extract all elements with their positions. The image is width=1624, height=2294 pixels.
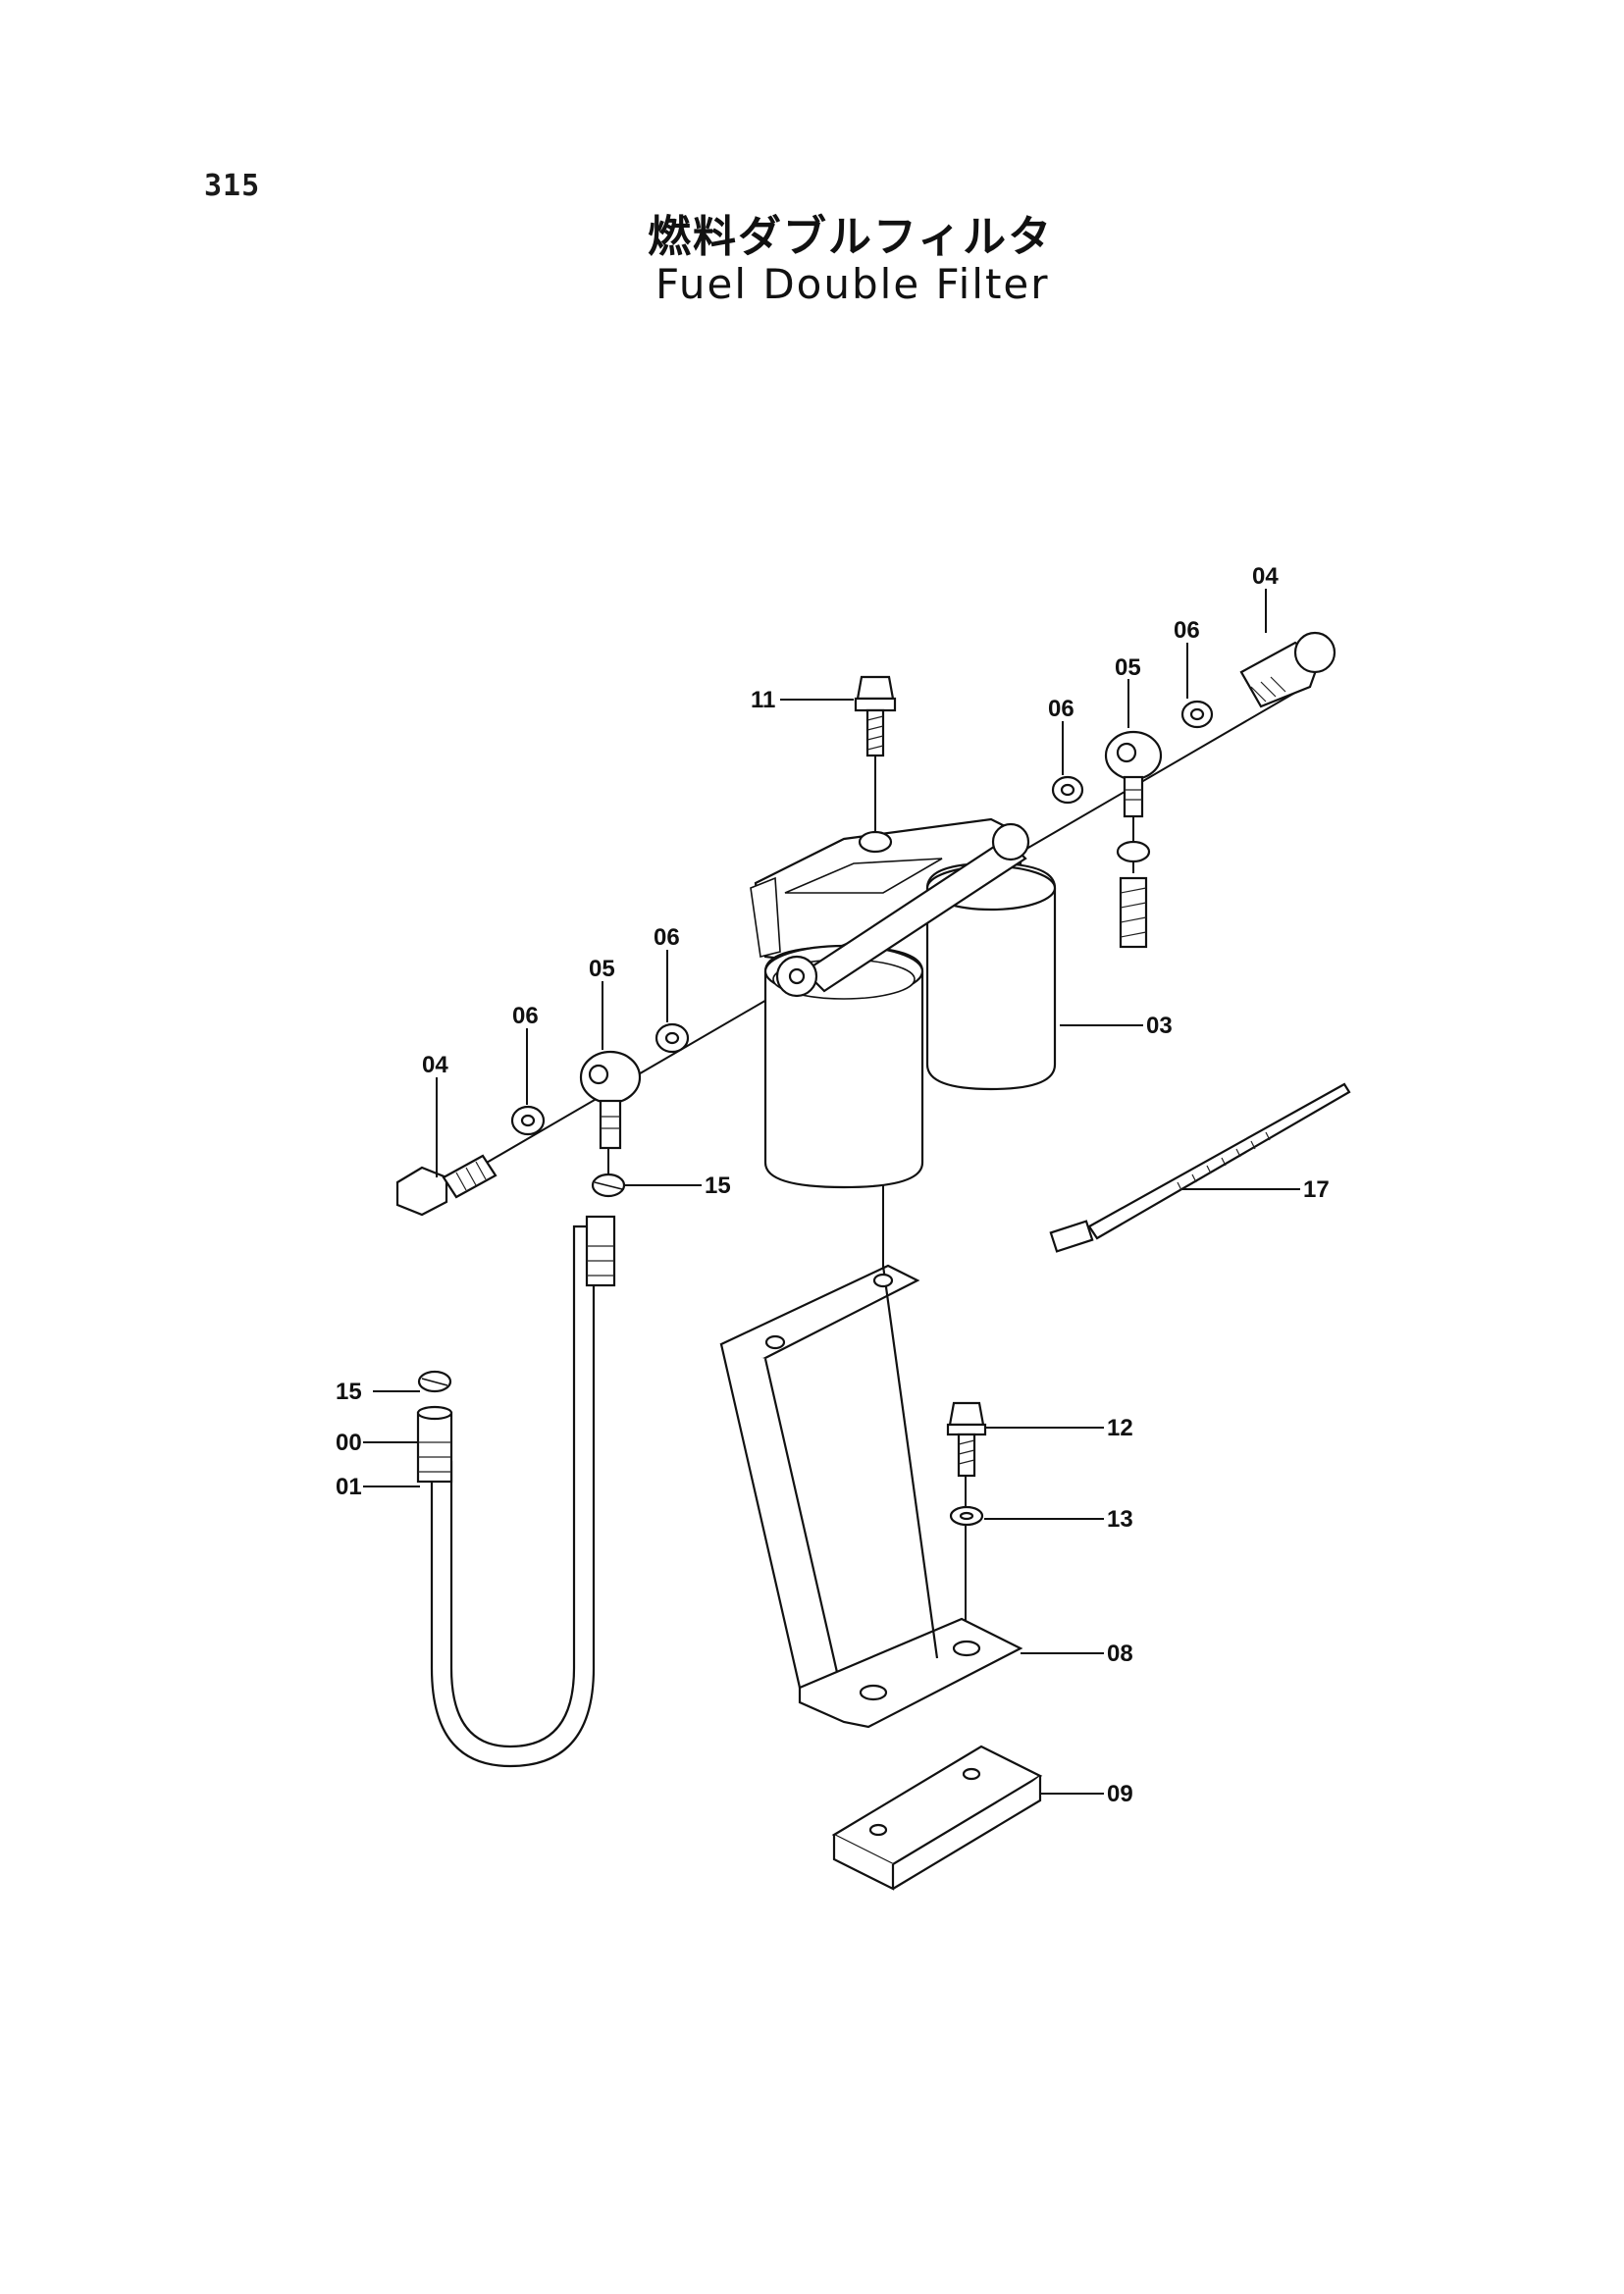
part-15-right-clamp-and-hose-stub [1116, 840, 1151, 949]
callout-04-right: 04 [1252, 563, 1279, 590]
part-05-right-eye-joint [1104, 730, 1163, 818]
callout-05-right: 05 [1115, 654, 1141, 681]
part-13-washer [949, 1505, 984, 1527]
leader-lines [363, 589, 1300, 1795]
callout-01: 01 [336, 1474, 362, 1500]
page-number: 315 [204, 169, 261, 203]
part-11-bolt [854, 675, 897, 757]
callout-00: 00 [336, 1430, 362, 1456]
callout-labels: 11 03 04 05 06 06 04 06 05 06 15 15 00 0… [336, 563, 1330, 1807]
callout-05-left: 05 [589, 956, 615, 982]
callout-06-left-a: 06 [512, 1003, 539, 1029]
part-08-bracket [719, 1264, 1023, 1729]
part-06-right-washers [1051, 700, 1214, 805]
callout-12: 12 [1107, 1415, 1133, 1441]
part-09-pad [831, 1745, 1043, 1891]
part-03-double-filter [750, 817, 1057, 1189]
callout-06-left-b: 06 [654, 924, 680, 951]
title-japanese: 燃料ダブルフィルタ [648, 212, 1054, 262]
part-17-cable-tie [1049, 1082, 1351, 1253]
part-04-left-eye-bolt [395, 1154, 498, 1217]
callout-08: 08 [1107, 1641, 1133, 1667]
part-15-upper-clamp [591, 1173, 626, 1198]
callout-03: 03 [1146, 1013, 1173, 1039]
part-04-right-eye-bolt [1239, 631, 1336, 708]
callout-09: 09 [1107, 1781, 1133, 1807]
title-english: Fuel Double Filter [655, 260, 1050, 308]
callout-13: 13 [1107, 1506, 1133, 1533]
callout-06-right-a: 06 [1048, 696, 1074, 722]
part-15-lower-clamp [417, 1370, 452, 1393]
part-01-hose [416, 1215, 616, 1768]
callout-15-upper: 15 [705, 1173, 731, 1199]
part-05-left-eye-joint [579, 1050, 642, 1150]
callout-15-lower: 15 [336, 1379, 362, 1405]
part-06-left-washers [510, 1022, 690, 1136]
callout-17: 17 [1303, 1176, 1330, 1203]
callout-04-left: 04 [422, 1052, 448, 1078]
callout-11: 11 [751, 687, 775, 713]
callout-06-right-b: 06 [1174, 617, 1200, 644]
part-12-bolt [946, 1401, 987, 1478]
